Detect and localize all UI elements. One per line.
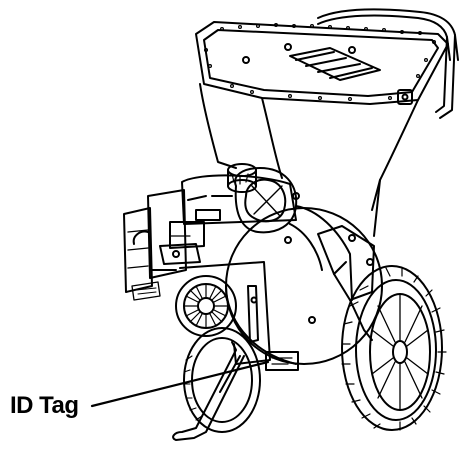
hopper <box>195 21 449 237</box>
id-tag-label: ID Tag <box>10 392 79 419</box>
engine <box>123 163 383 371</box>
support-leg <box>172 341 245 441</box>
right-wheel <box>341 265 447 431</box>
handle-bar <box>317 8 459 119</box>
id-tag-leader-line <box>90 360 270 408</box>
